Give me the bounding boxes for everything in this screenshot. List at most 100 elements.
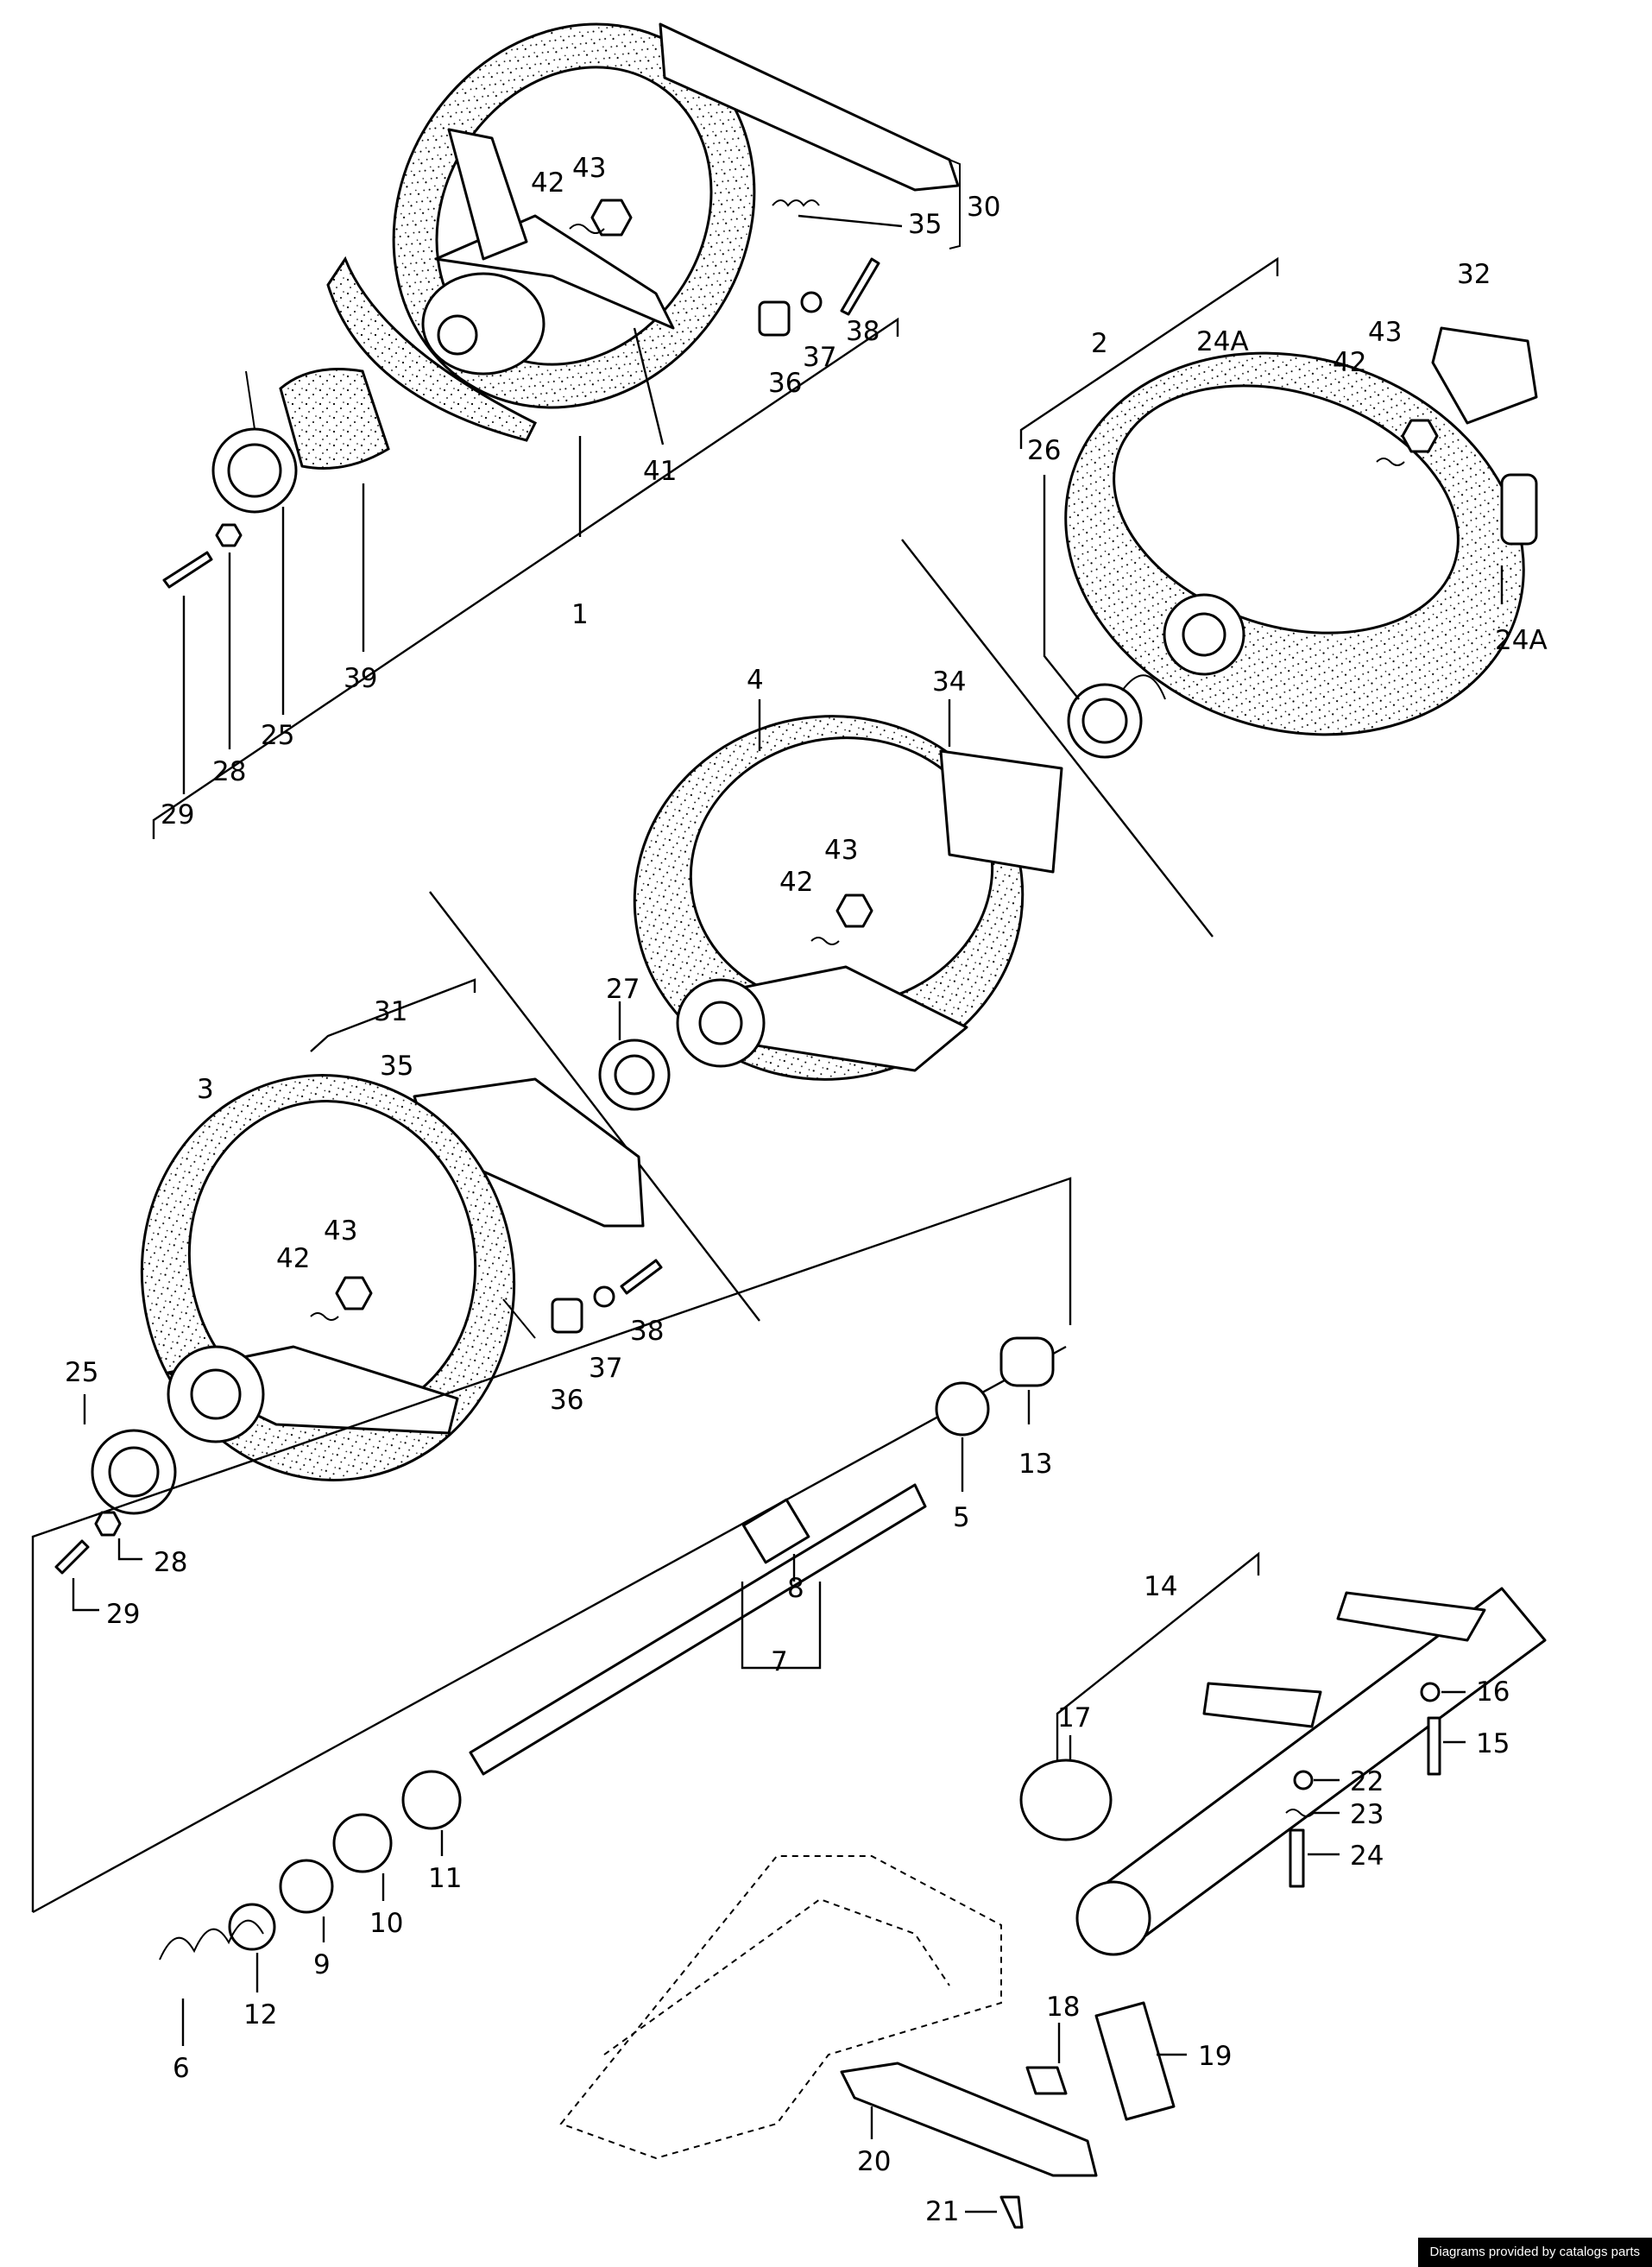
callout-34: 34 bbox=[932, 666, 966, 698]
callout-25-top: 25 bbox=[261, 720, 294, 751]
callout-1: 1 bbox=[571, 599, 589, 630]
wheel-2-rim-inner bbox=[1113, 384, 1460, 635]
group-31-bracket bbox=[310, 978, 476, 1052]
spring-35-top bbox=[772, 199, 820, 207]
washer-28-top bbox=[215, 523, 243, 547]
callout-28-left: 28 bbox=[154, 1547, 187, 1578]
leader-28-left bbox=[117, 1538, 142, 1561]
callout-13: 13 bbox=[1018, 1449, 1052, 1480]
horn-pad-34 bbox=[939, 749, 1063, 874]
shaft-group-bracket-diag bbox=[32, 1345, 1067, 1914]
callout-42-right: 42 bbox=[1333, 347, 1366, 378]
callout-37-mid: 37 bbox=[589, 1353, 622, 1384]
column-tube-14 bbox=[1094, 1587, 1547, 1948]
column-bracket-upper bbox=[1336, 1591, 1486, 1642]
group-1-bracket bbox=[152, 317, 899, 839]
bearing-11 bbox=[401, 1770, 462, 1830]
callout-29-left: 29 bbox=[106, 1599, 140, 1630]
callout-17: 17 bbox=[1057, 1702, 1091, 1733]
callout-42-top: 42 bbox=[531, 167, 564, 199]
horn-pad-32 bbox=[1431, 326, 1538, 425]
callout-38-mid: 38 bbox=[630, 1316, 664, 1347]
contact-ring-25-top-inner bbox=[227, 443, 282, 498]
callout-24a-top: 24A bbox=[1196, 326, 1249, 357]
divider-line-4 bbox=[429, 891, 760, 1322]
contact-ring-26-wire bbox=[1121, 674, 1166, 700]
leader-26 bbox=[1043, 475, 1080, 700]
callout-32: 32 bbox=[1457, 259, 1491, 290]
nut-43-left bbox=[335, 1276, 373, 1310]
nut-43-right bbox=[1401, 419, 1439, 453]
callout-35-mid: 35 bbox=[380, 1051, 413, 1082]
screw-21 bbox=[999, 2195, 1024, 2229]
horn-pad-30 bbox=[659, 22, 960, 192]
callout-20: 20 bbox=[857, 2146, 891, 2177]
washer-16 bbox=[1420, 1682, 1441, 1702]
group-14-bracket bbox=[1056, 1551, 1260, 1778]
shaft-group-bracket bbox=[31, 1177, 1072, 1912]
callout-41: 41 bbox=[643, 456, 677, 487]
screw-29-left bbox=[54, 1539, 90, 1575]
ring-5 bbox=[935, 1381, 990, 1437]
callout-42-left: 42 bbox=[276, 1243, 310, 1274]
callout-38-top: 38 bbox=[846, 316, 880, 347]
wheel-assembly-3 bbox=[54, 978, 663, 1612]
callout-30: 30 bbox=[967, 192, 1000, 223]
callout-25-left: 25 bbox=[65, 1357, 98, 1388]
washer-28-left bbox=[94, 1511, 122, 1537]
screw-38-mid bbox=[620, 1259, 663, 1295]
callout-26: 26 bbox=[1027, 435, 1061, 466]
callout-9: 9 bbox=[313, 1949, 331, 1980]
bolt-24 bbox=[1289, 1828, 1305, 1888]
leader-35-top bbox=[798, 214, 903, 228]
steering-shaft-assembly bbox=[31, 1177, 1072, 2046]
clip-42-center bbox=[810, 937, 840, 945]
callout-37-top: 37 bbox=[803, 342, 836, 373]
bushing-13 bbox=[999, 1336, 1055, 1387]
lower-housing-assembly bbox=[559, 1855, 1187, 2229]
callout-36-top: 36 bbox=[768, 368, 802, 399]
bolt-15 bbox=[1427, 1716, 1441, 1776]
callout-43-center: 43 bbox=[824, 835, 858, 866]
housing-dashed-outline bbox=[559, 1855, 1002, 2160]
bushing-9 bbox=[279, 1859, 334, 1914]
clip-42-right bbox=[1376, 458, 1405, 466]
callout-7: 7 bbox=[771, 1646, 788, 1677]
callout-31: 31 bbox=[374, 996, 407, 1027]
bracket-20 bbox=[840, 2062, 1098, 2177]
wheel-2-hub-bore bbox=[1182, 612, 1226, 657]
callout-12: 12 bbox=[243, 1999, 277, 2030]
callout-21: 21 bbox=[925, 2196, 959, 2227]
trim-cover-39 bbox=[326, 256, 538, 442]
wheel-1-hub-bore bbox=[437, 314, 478, 356]
callout-6: 6 bbox=[173, 2053, 190, 2084]
group-3-dash bbox=[502, 1298, 536, 1339]
washer-37-mid bbox=[593, 1285, 615, 1308]
screw-38-top bbox=[840, 257, 880, 316]
contact-ring-27-inner bbox=[614, 1054, 655, 1096]
callout-8: 8 bbox=[787, 1573, 804, 1604]
washer-22 bbox=[1293, 1770, 1314, 1790]
callout-39: 39 bbox=[344, 663, 377, 694]
callout-35-top: 35 bbox=[908, 209, 942, 240]
contact-ring-25-left-inner bbox=[108, 1446, 160, 1498]
callout-43-right: 43 bbox=[1368, 317, 1402, 348]
clip-42-left bbox=[310, 1312, 339, 1321]
callout-4: 4 bbox=[747, 665, 764, 696]
callout-29-top: 29 bbox=[161, 799, 194, 830]
housing-dashed-inner bbox=[603, 1898, 950, 2055]
callout-43-left: 43 bbox=[324, 1216, 357, 1247]
leader-41 bbox=[633, 327, 665, 445]
screw-29-top bbox=[162, 551, 213, 589]
callout-3: 3 bbox=[197, 1074, 214, 1105]
callout-27: 27 bbox=[606, 974, 640, 1005]
callout-24a-side: 24A bbox=[1495, 625, 1548, 656]
shaft-clamp-8 bbox=[741, 1498, 810, 1564]
switch-24a bbox=[1500, 473, 1538, 546]
shaft-7 bbox=[469, 1483, 927, 1776]
sleeve-17 bbox=[1019, 1759, 1113, 1841]
column-tube-assembly bbox=[1019, 1551, 1547, 1956]
bearing-10 bbox=[332, 1813, 393, 1873]
washer-37-top bbox=[800, 291, 823, 313]
spring-6 bbox=[159, 1919, 264, 1961]
